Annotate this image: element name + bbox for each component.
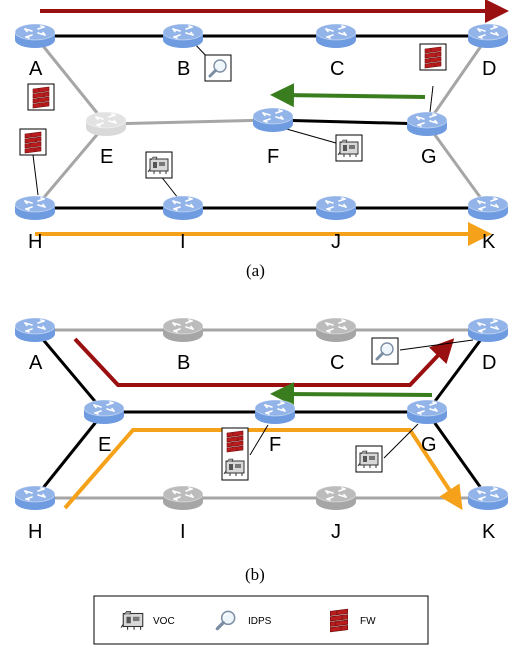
router-icon bbox=[14, 485, 56, 511]
node-label-d: D bbox=[482, 352, 496, 374]
router-icon bbox=[467, 23, 509, 49]
link-e-h bbox=[33, 411, 106, 499]
link-g-k bbox=[425, 123, 490, 209]
node-label-h: H bbox=[28, 231, 42, 253]
voc-icon bbox=[337, 139, 359, 158]
flow-arrow-red-b bbox=[73, 337, 455, 387]
voc-icon bbox=[147, 156, 169, 175]
node-label-e: E bbox=[100, 146, 113, 168]
router-icon bbox=[83, 399, 125, 425]
router-icon bbox=[252, 107, 294, 133]
node-label-e: E bbox=[98, 434, 111, 456]
legend-label-voc: VOC bbox=[153, 616, 175, 627]
router-icon bbox=[162, 195, 204, 221]
caption-a: (a) bbox=[246, 261, 265, 280]
router-icon bbox=[14, 23, 56, 49]
node-label-i: I bbox=[180, 521, 186, 543]
caption-b: (b) bbox=[245, 565, 265, 584]
node-label-g: G bbox=[421, 146, 437, 168]
flow-arrow-green-b bbox=[270, 382, 433, 407]
node-label-a: A bbox=[29, 352, 43, 374]
voc-icon bbox=[120, 610, 144, 631]
node-label-h: H bbox=[28, 521, 42, 543]
legend-box bbox=[93, 595, 429, 645]
node-label-g: G bbox=[421, 434, 437, 456]
router-icon bbox=[315, 317, 357, 343]
flow-arrow-orange-b bbox=[63, 428, 463, 511]
figure-b: A B C D E F G H I J K (b) bbox=[14, 317, 509, 584]
router-icon bbox=[406, 111, 448, 137]
node-label-c: C bbox=[330, 58, 344, 80]
router-icon bbox=[467, 485, 509, 511]
links-a bbox=[33, 34, 490, 210]
router-icon bbox=[406, 399, 448, 425]
node-label-j: J bbox=[331, 521, 341, 543]
router-icon bbox=[162, 23, 204, 49]
figure-a: A B C D E F G H I J K (a) bbox=[14, 0, 509, 280]
link-a-e bbox=[33, 35, 108, 125]
link-g-d bbox=[425, 35, 490, 125]
link-f-g bbox=[272, 118, 428, 126]
link-a-e bbox=[33, 329, 106, 413]
node-label-j: J bbox=[331, 231, 341, 253]
node-label-k: K bbox=[482, 231, 496, 253]
link-e-f bbox=[105, 118, 274, 126]
legend-label-fw: FW bbox=[360, 616, 376, 627]
router-icon bbox=[254, 399, 296, 425]
node-label-c: C bbox=[330, 352, 344, 374]
legend-label-idps: IDPS bbox=[248, 616, 272, 627]
voc-icon bbox=[223, 458, 245, 477]
node-label-f: F bbox=[269, 434, 281, 456]
router-icon bbox=[315, 195, 357, 221]
router-icon bbox=[315, 485, 357, 511]
router-icon bbox=[315, 23, 357, 49]
node-label-k: K bbox=[482, 521, 496, 543]
node-label-i: I bbox=[180, 231, 186, 253]
node-label-d: D bbox=[482, 58, 496, 80]
router-icon bbox=[14, 195, 56, 221]
router-icon bbox=[14, 317, 56, 343]
flow-arrow-green-a bbox=[270, 83, 426, 108]
voc-icon bbox=[357, 450, 379, 469]
legend: VOC IDPS FW bbox=[93, 595, 429, 645]
router-icon bbox=[467, 195, 509, 221]
link-g-d bbox=[425, 329, 490, 413]
link-e-h bbox=[33, 123, 108, 209]
node-label-b: B bbox=[177, 58, 190, 80]
link-g-k bbox=[425, 411, 490, 499]
router-icon bbox=[162, 317, 204, 343]
router-icon bbox=[85, 111, 127, 137]
node-label-a: A bbox=[29, 58, 43, 80]
router-icon bbox=[162, 485, 204, 511]
node-label-b: B bbox=[177, 352, 190, 374]
node-label-f: F bbox=[267, 146, 279, 168]
router-icon bbox=[467, 317, 509, 343]
